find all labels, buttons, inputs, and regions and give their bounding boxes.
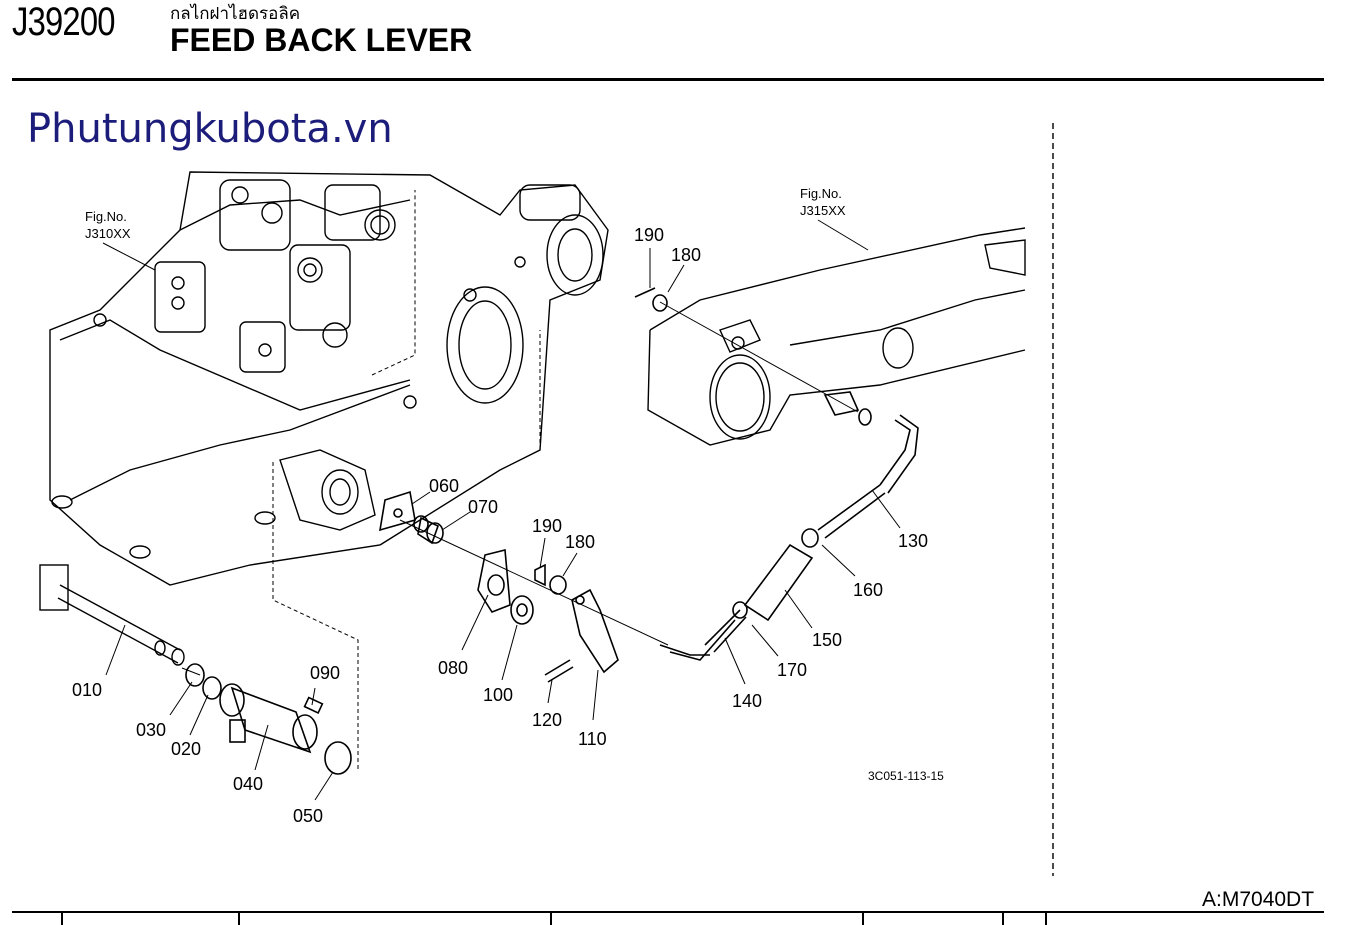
model-code: A:M7040DT [1202,888,1315,911]
leader-lines [102,219,901,801]
part-label-080: 080 [438,658,468,678]
page-code: J39200 [12,0,116,44]
part-010-shaft [39,564,185,666]
drawing-number: 3C051-113-15 [868,769,944,783]
figure-ref-right-line1: Fig.No. [800,186,842,201]
table-col-sep [1045,911,1047,925]
part-label-170: 170 [777,660,807,680]
part-label-150: 150 [812,630,842,650]
assembly-lines [181,301,859,676]
title-thai: กลไกฝาไฮดรอลิค [170,4,301,24]
part-label-010: 010 [72,680,102,700]
table-col-sep [61,911,63,925]
part-label-110: 110 [578,729,607,749]
table-col-sep [1002,911,1004,925]
part-label-050: 050 [293,806,323,826]
hidden-lines [272,190,541,770]
part-label-070: 070 [468,497,498,517]
part-label-140: 140 [732,691,762,711]
part-label-180-mid: 180 [565,532,595,552]
part-label-100: 100 [483,685,513,705]
figure-ref-right-line2: J315XX [800,203,846,218]
title-english: FEED BACK LEVER [170,22,473,58]
figure-ref-left-line1: Fig.No. [85,209,127,224]
part-label-090: 090 [310,663,340,683]
part-label-020: 020 [171,739,201,759]
part-label-120: 120 [532,710,562,730]
part-label-060: 060 [429,476,459,496]
part-label-180-top: 180 [671,245,701,265]
table-top-rule [12,911,1324,913]
part-label-160: 160 [853,580,883,600]
part-label-130: 130 [898,531,928,551]
part-label-040: 040 [233,774,263,794]
figure-ref-left-line2: J310XX [85,226,131,241]
watermark-text: Phutungkubota.vn [27,106,393,152]
small-parts [185,287,919,775]
table-col-sep [238,911,240,925]
table-col-sep [550,911,552,925]
table-col-sep [862,911,864,925]
header-rule [12,78,1324,81]
lift-arm [647,227,1026,446]
part-label-190-mid: 190 [532,516,562,536]
housing-outline [49,171,609,586]
part-label-030: 030 [136,720,166,740]
part-label-190-top: 190 [634,225,664,245]
